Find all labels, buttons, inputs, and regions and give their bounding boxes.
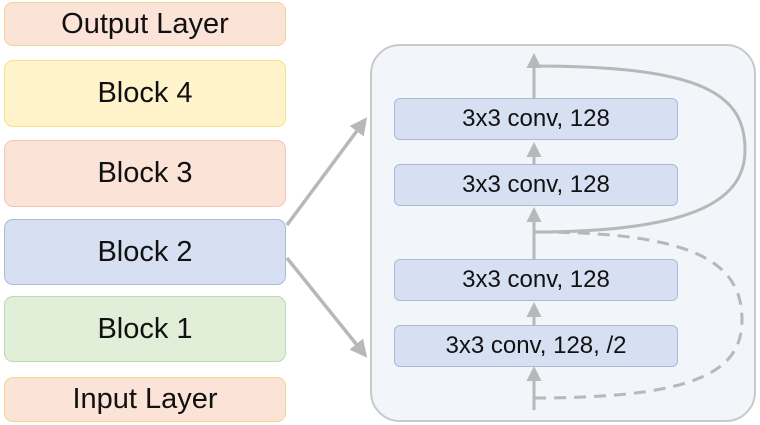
skip-connection-dashed — [533, 230, 744, 400]
conv-label: 3x3 conv, 128 — [462, 171, 610, 198]
layer-label: Block 4 — [97, 77, 193, 109]
layer-block-4: Block 4 — [4, 60, 286, 127]
expand-arrow-top — [285, 117, 368, 227]
layer-label: Output Layer — [61, 7, 229, 40]
layer-label: Input Layer — [72, 383, 218, 415]
layer-block-2: Block 2 — [4, 219, 286, 285]
expand-arrow-bottom — [285, 256, 368, 358]
layer-label: Block 3 — [97, 157, 193, 189]
conv-label: 3x3 conv, 128 — [462, 266, 610, 293]
layer-output: Output Layer — [4, 2, 286, 46]
conv-layer-3: 3x3 conv, 128 — [394, 164, 678, 206]
layer-input: Input Layer — [4, 377, 286, 422]
conv-label: 3x3 conv, 128 — [462, 105, 610, 132]
layer-label: Block 2 — [97, 235, 193, 268]
conv-layer-4: 3x3 conv, 128 — [394, 98, 678, 140]
layer-block-1: Block 1 — [4, 296, 286, 362]
conv-layer-1: 3x3 conv, 128, /2 — [394, 325, 678, 367]
layer-label: Block 1 — [97, 312, 193, 345]
layer-block-3: Block 3 — [4, 140, 286, 207]
conv-layer-2: 3x3 conv, 128 — [394, 259, 678, 301]
conv-label: 3x3 conv, 128, /2 — [445, 332, 627, 359]
skip-connection-solid — [533, 64, 747, 234]
